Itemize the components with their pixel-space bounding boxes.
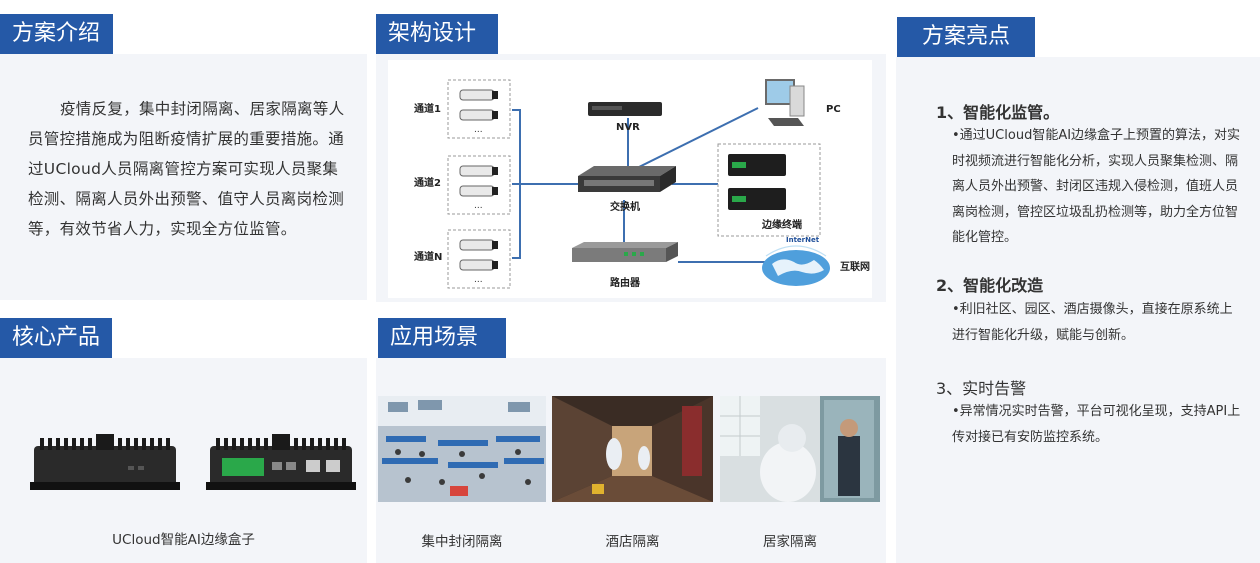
internet-logo-text: InterNet: [786, 236, 820, 244]
nvr-label: NVR: [616, 122, 640, 133]
scene-photo-home: [720, 396, 880, 502]
internet-globe-icon: [762, 245, 830, 286]
highlight-desc-3: •异常情况实时告警，平台可视化呈现，支持API上传对接已有安防监控系统。: [952, 404, 1241, 445]
router-device: [572, 242, 678, 262]
channel-group-1: [447, 79, 511, 139]
product-caption: UCloud智能AI边缘盒子: [112, 532, 255, 548]
switch-device: [578, 166, 676, 192]
channel-ellipsis-2: ...: [474, 201, 483, 211]
highlight-title-1: 1、智能化监管。: [936, 103, 1060, 122]
scene-photo-centralized: [378, 396, 546, 502]
intro-panel: 疫情反复，集中封闭隔离、居家隔离等人员管控措施成为阻断疫情扩展的重要措施。通过U…: [0, 54, 367, 300]
highlights-panel: 1、智能化监管。 •通过UCloud智能AI边缘盒子上预置的算法，对实时视频流进…: [896, 57, 1260, 563]
scene-photo-hotel: [552, 396, 713, 502]
architecture-panel: ... ... ... 通道1 通道2 通道N NVR 交换机: [376, 54, 886, 302]
scenes-panel: 集中封闭隔离 酒店隔离 居家隔离: [376, 358, 886, 563]
switch-label: 交换机: [610, 200, 640, 213]
channel-group-n: [447, 229, 511, 289]
connection-lines: [512, 107, 766, 263]
channel-ellipsis-1: ...: [474, 125, 483, 135]
scene-label-hotel: 酒店隔离: [605, 534, 660, 550]
scenes-tab: 应用场景: [378, 318, 506, 358]
channel-group-2: [447, 155, 511, 215]
highlight-desc-2: •利旧社区、园区、酒店摄像头，直接在原系统上进行智能化升级，赋能与创新。: [952, 302, 1233, 343]
edge-box-front-image: [30, 434, 180, 490]
pc-icon: [765, 79, 805, 126]
intro-tab: 方案介绍: [0, 14, 113, 54]
scene-label-centralized: 集中封闭隔离: [421, 534, 503, 550]
pc-label: PC: [826, 104, 841, 115]
architecture-tab: 架构设计: [376, 14, 498, 54]
edge-box-back-image: [206, 434, 356, 490]
nvr-device: [588, 102, 662, 116]
product-panel: UCloud智能AI边缘盒子: [0, 358, 367, 563]
channel-label-2: 通道2: [414, 176, 441, 189]
channel-label-1: 通道1: [414, 102, 441, 115]
highlight-desc-1: •通过UCloud智能AI边缘盒子上预置的算法，对实时视频流进行智能化分析，实现…: [952, 128, 1241, 245]
architecture-diagram: ... ... ... 通道1 通道2 通道N NVR 交换机: [388, 60, 872, 298]
highlights-tab: 方案亮点: [897, 17, 1035, 57]
highlight-title-2: 2、智能化改造: [936, 276, 1044, 295]
product-tab: 核心产品: [0, 318, 112, 358]
intro-text: 疫情反复，集中封闭隔离、居家隔离等人员管控措施成为阻断疫情扩展的重要措施。通过U…: [28, 100, 345, 238]
edge-terminal-label: 边缘终端: [761, 218, 802, 231]
internet-label: 互联网: [840, 260, 870, 273]
router-label: 路由器: [610, 276, 641, 289]
channel-label-n: 通道N: [414, 250, 442, 263]
edge-terminal-group: [717, 143, 821, 237]
highlight-title-3: 3、实时告警: [936, 379, 1027, 398]
channel-ellipsis-n: ...: [474, 275, 483, 285]
scene-label-home: 居家隔离: [763, 534, 817, 550]
